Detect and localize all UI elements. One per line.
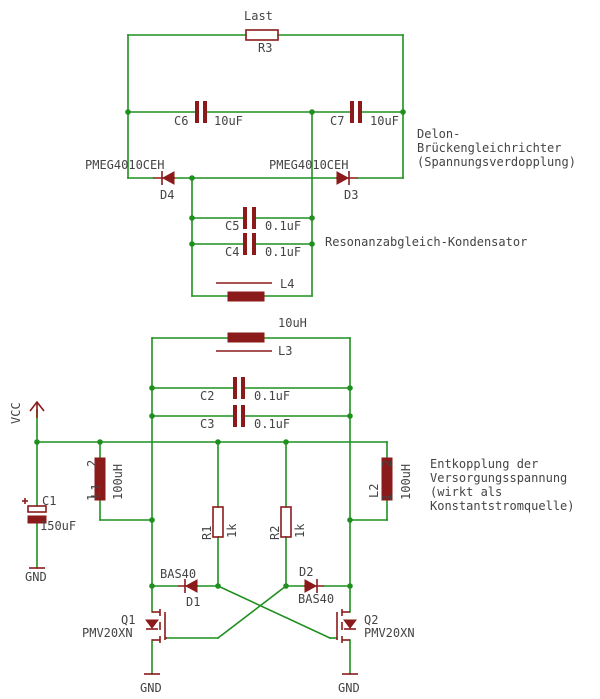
c4-value: 0.1uF <box>265 245 301 259</box>
c5-value: 0.1uF <box>265 219 301 233</box>
c1-label: C1 <box>42 494 56 508</box>
d2-type: BAS40 <box>298 592 334 606</box>
diode-d3 <box>336 171 358 185</box>
inductor-l3 <box>216 332 272 352</box>
capacitor-c6 <box>195 101 207 123</box>
r1-label: R1 <box>200 526 214 540</box>
c4-label: C4 <box>225 245 239 259</box>
delon-line-2: Brückengleichrichter <box>417 141 562 155</box>
resonance-note: Resonanzabgleich-Kondensator <box>325 235 527 249</box>
vcc-label: VCC <box>9 402 23 424</box>
r2-value: 1k <box>293 523 307 538</box>
resistor-r2 <box>280 506 292 538</box>
load-label: Last <box>244 9 273 23</box>
r3-label: R3 <box>258 41 272 55</box>
vcc-arrow-icon <box>29 400 45 418</box>
inductor-l4 <box>216 282 272 302</box>
c3-value: 0.1uF <box>254 417 290 431</box>
capacitor-c7 <box>350 101 362 123</box>
delon-line-3: (Spannungsverdopplung) <box>417 155 576 169</box>
decoupling-line-2: Versorgungsspannung <box>430 471 567 485</box>
l1-label: L1 <box>89 484 103 498</box>
mosfet-q2 <box>336 609 357 643</box>
gnd-c1-label: GND <box>25 570 47 584</box>
bottom-wires <box>36 337 388 675</box>
q1-type: PMV20XN <box>82 626 133 640</box>
q2-type: PMV20XN <box>364 626 415 640</box>
inductor-l2 <box>381 457 393 501</box>
capacitor-c3 <box>233 405 245 427</box>
resistor-r3 <box>245 29 279 41</box>
capacitor-c5 <box>243 207 256 229</box>
d3-label: D3 <box>344 188 358 202</box>
d4-label: D4 <box>160 188 174 202</box>
r2-label: R2 <box>268 526 282 540</box>
d3-type: PMEG4010CEH <box>269 158 348 172</box>
l4-label: L4 <box>280 277 294 291</box>
l2-pin2: 2 <box>380 460 394 467</box>
l2-label: L2 <box>367 484 381 498</box>
top-wires <box>127 34 404 297</box>
c5-label: C5 <box>225 219 239 233</box>
l2-pin1: 1 <box>380 494 394 501</box>
d2-label: D2 <box>299 565 313 579</box>
l1-pin1: 1 <box>85 494 99 501</box>
capacitor-c4 <box>243 233 256 255</box>
c2-value: 0.1uF <box>254 389 290 403</box>
diode-d4 <box>153 171 175 185</box>
c7-value: 10uF <box>370 114 399 128</box>
l1-value: 100uH <box>111 464 125 500</box>
l1-pin2: 2 <box>85 460 99 467</box>
inductor-l1 <box>94 457 106 501</box>
resistor-r1 <box>212 506 224 538</box>
delon-line-1: Delon- <box>417 127 460 141</box>
l3-label: L3 <box>278 344 292 358</box>
gnd-q1-label: GND <box>140 681 162 695</box>
d1-type: BAS40 <box>160 567 196 581</box>
l2-value: 100uH <box>399 464 413 500</box>
c7-label: C7 <box>330 114 344 128</box>
q1-label: Q1 <box>121 613 135 627</box>
d4-type: PMEG4010CEH <box>85 158 164 172</box>
c3-label: C3 <box>200 417 214 431</box>
c2-label: C2 <box>200 389 214 403</box>
decoupling-line-1: Entkopplung der <box>430 457 538 471</box>
l3-value: 10uH <box>278 316 307 330</box>
bottom-junctions <box>34 385 353 589</box>
gnd-q2-label: GND <box>338 681 360 695</box>
c6-label: C6 <box>174 114 188 128</box>
capacitor-c1 <box>22 498 47 524</box>
d1-label: D1 <box>186 595 200 609</box>
mosfet-q1 <box>145 609 167 643</box>
q2-label: Q2 <box>364 613 378 627</box>
top-junctions <box>125 109 406 247</box>
r1-value: 1k <box>225 523 239 538</box>
c1-value: 150uF <box>40 519 76 533</box>
decoupling-line-4: Konstantstromquelle) <box>430 499 575 513</box>
c6-value: 10uF <box>214 114 243 128</box>
decoupling-line-3: (wirkt als <box>430 485 502 499</box>
diode-d1 <box>178 579 198 593</box>
capacitor-c2 <box>233 377 245 399</box>
diode-d2 <box>304 579 324 593</box>
